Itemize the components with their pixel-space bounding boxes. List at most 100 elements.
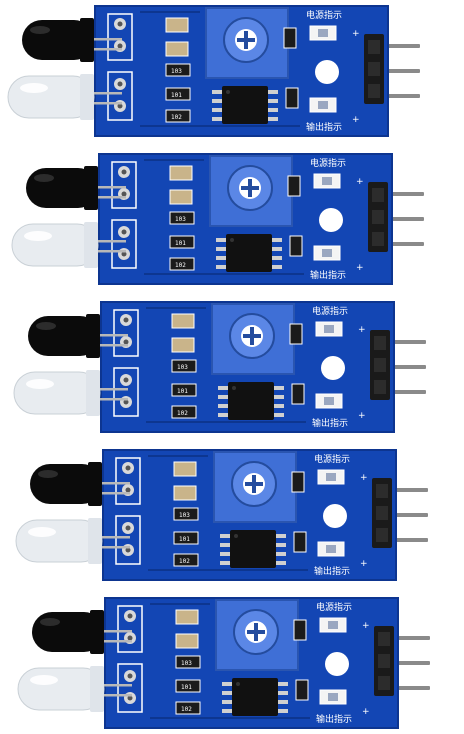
led-leg xyxy=(96,694,132,697)
smd-resistor xyxy=(169,257,195,271)
led-lens xyxy=(328,621,338,629)
ir-receiver-led-rim xyxy=(90,610,104,654)
mounting-hole xyxy=(323,504,347,528)
ir-emitter-led-rim xyxy=(86,370,100,416)
led-highlight xyxy=(20,83,48,93)
ir-emitter-led-rim xyxy=(90,666,104,712)
ic-pin xyxy=(212,108,222,112)
resistor-code: 101 xyxy=(177,388,188,395)
ic-pin xyxy=(274,386,284,390)
smd-resistor xyxy=(171,405,197,419)
ic-pin xyxy=(212,90,222,94)
led-highlight xyxy=(30,675,58,685)
pin-header-slot xyxy=(368,40,380,54)
ic-pin xyxy=(272,256,282,260)
smd-resistor xyxy=(169,211,195,225)
led-lens xyxy=(318,29,328,37)
ic-pin xyxy=(272,265,282,269)
resistor-code: 102 xyxy=(175,262,186,269)
led-highlight xyxy=(30,26,50,34)
ic-pin xyxy=(218,413,228,417)
resistor-code: 103 xyxy=(179,512,190,519)
resistor-code: 102 xyxy=(171,114,182,121)
comparator-ic xyxy=(222,86,268,124)
led-leg xyxy=(90,186,126,189)
power-indicator-label: 电源指示 xyxy=(310,157,346,169)
led-leg xyxy=(92,388,128,391)
ic-pin xyxy=(222,709,232,713)
solder-pad-hole xyxy=(127,695,133,701)
mounting-hole xyxy=(325,652,349,676)
smd-resistor xyxy=(175,679,201,693)
plus-mark: + xyxy=(352,115,360,125)
solder-pad-hole xyxy=(125,525,131,531)
led-highlight xyxy=(28,527,56,537)
silkscreen-box xyxy=(111,219,137,269)
smd-resistor xyxy=(287,175,301,197)
led-lens xyxy=(328,693,338,701)
ir-receiver-led-rim xyxy=(86,314,100,358)
solder-pad-hole xyxy=(125,547,131,553)
ir-receiver-led-rim xyxy=(84,166,98,210)
ic-pin xyxy=(272,247,282,251)
ic-pin xyxy=(222,691,232,695)
ic-pin xyxy=(276,543,286,547)
solder-pad-hole xyxy=(117,81,123,87)
plus-mark: + xyxy=(358,411,366,421)
ic-pin xyxy=(216,247,226,251)
potentiometer-slot xyxy=(248,179,252,197)
silkscreen-box xyxy=(115,515,141,565)
power-indicator-label: 电源指示 xyxy=(314,453,350,465)
potentiometer-slot xyxy=(254,623,258,641)
solder-pad-hole xyxy=(117,103,123,109)
ic-pin xyxy=(268,117,278,121)
comparator-ic xyxy=(230,530,276,568)
ic-pin xyxy=(220,534,230,538)
smd-resistor xyxy=(295,679,309,701)
ic-pin xyxy=(268,108,278,112)
solder-pad-hole xyxy=(127,673,133,679)
ic-pin xyxy=(216,256,226,260)
ic-pin xyxy=(278,709,288,713)
plus-mark: + xyxy=(356,177,364,187)
pin-header-slot xyxy=(376,528,388,542)
ic-pin xyxy=(216,238,226,242)
led-leg xyxy=(94,482,130,485)
output-indicator-label: 输出指示 xyxy=(306,121,342,133)
silkscreen-box xyxy=(113,309,139,357)
led-lens xyxy=(322,177,332,185)
pin-header-slot xyxy=(378,654,390,668)
output-indicator-label: 输出指示 xyxy=(316,713,352,725)
pin-header-slot xyxy=(368,62,380,76)
solder-pad-hole xyxy=(123,377,129,383)
led-leg xyxy=(86,102,122,105)
led-lens xyxy=(318,101,328,109)
silkscreen-box xyxy=(113,367,139,417)
ir-emitter-led-rim xyxy=(88,518,102,564)
resistor-code: 101 xyxy=(179,536,190,543)
resistor-code: 102 xyxy=(179,558,190,565)
ir-emitter-led-rim xyxy=(84,222,98,268)
ic-pin xyxy=(218,404,228,408)
ic-pin xyxy=(274,404,284,408)
solder-pad-hole xyxy=(117,21,123,27)
smd-capacitor xyxy=(165,41,189,57)
pin-header-slot xyxy=(376,506,388,520)
led-leg xyxy=(94,536,130,539)
ic-pin xyxy=(272,238,282,242)
ic-pin xyxy=(222,700,232,704)
comparator-ic xyxy=(232,678,278,716)
smd-capacitor xyxy=(175,609,199,625)
led-leg xyxy=(92,398,128,401)
resistor-code: 101 xyxy=(175,240,186,247)
resistor-code: 103 xyxy=(171,68,182,75)
resistor-code: 101 xyxy=(181,684,192,691)
output-indicator-label: 输出指示 xyxy=(312,417,348,429)
solder-pad-hole xyxy=(123,399,129,405)
pin-header-slot xyxy=(378,632,390,646)
mounting-hole xyxy=(321,356,345,380)
